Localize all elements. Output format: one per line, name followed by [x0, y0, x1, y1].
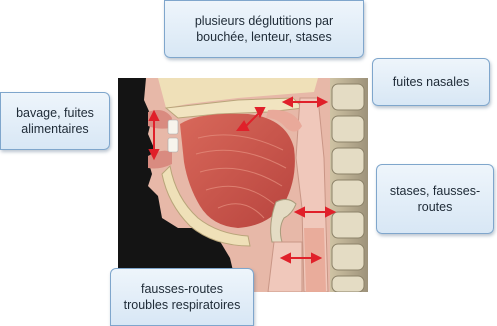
callout-swallows-line1: plusieurs déglutitions par	[195, 13, 333, 29]
callout-drooling-line1: bavage, fuites	[16, 105, 94, 121]
swallowing-anatomy-illustration	[118, 78, 368, 292]
callout-nasal-line1: fuites nasales	[393, 74, 469, 90]
callout-nasal-leaks: fuites nasales	[372, 58, 490, 106]
callout-stasis-line2: routes	[390, 199, 480, 215]
callout-drooling-line2: alimentaires	[16, 121, 94, 137]
callout-aspiration-line2: troubles respiratoires	[124, 297, 241, 313]
callout-swallows-slowness-stasis: plusieurs déglutitions par bouchée, lent…	[164, 0, 364, 58]
callout-aspiration-respiratory: fausses-routes troubles respiratoires	[110, 268, 254, 326]
callout-drooling: bavage, fuites alimentaires	[0, 92, 110, 150]
callout-aspiration-line1: fausses-routes	[124, 281, 241, 297]
upper-teeth	[168, 120, 178, 134]
callout-stasis-aspiration: stases, fausses- routes	[376, 164, 494, 234]
callout-stasis-line1: stases, fausses-	[390, 183, 480, 199]
lower-teeth	[168, 138, 178, 152]
callout-swallows-line2: bouchée, lenteur, stases	[195, 29, 333, 45]
larynx	[268, 242, 302, 292]
